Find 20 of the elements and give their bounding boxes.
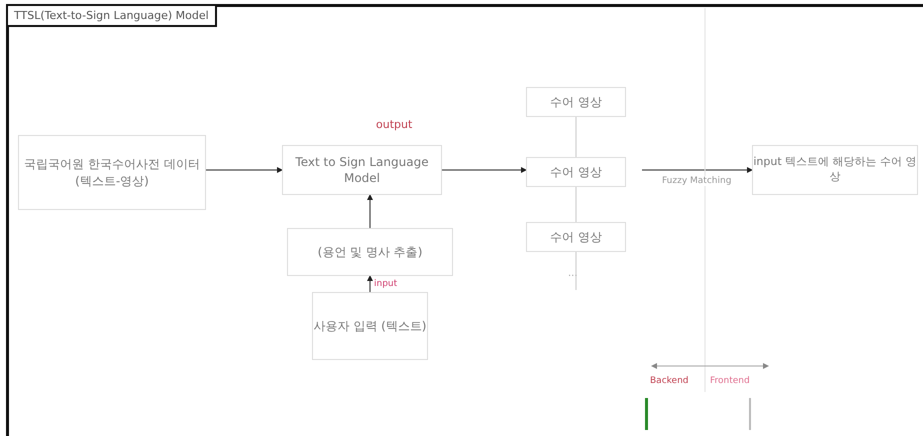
model-box: Text to Sign Language Model bbox=[282, 145, 442, 195]
arrow bbox=[367, 275, 373, 292]
process-box: (용언 및 명사 추출) bbox=[287, 228, 453, 276]
zone-label: Frontend bbox=[710, 376, 750, 386]
arrow bbox=[206, 167, 283, 173]
annotation-label: output bbox=[376, 118, 412, 131]
video-box: 수어 영상 bbox=[526, 87, 626, 117]
arrow bbox=[367, 194, 373, 228]
arrow bbox=[642, 167, 753, 173]
input-box: 사용자 입력 (텍스트) bbox=[312, 292, 428, 360]
ellipsis: ... bbox=[568, 268, 578, 279]
edge-label: Fuzzy Matching bbox=[662, 176, 732, 186]
annotation-label: input bbox=[374, 279, 398, 289]
arrow bbox=[442, 167, 527, 173]
data-source-box: 국립국어원 한국수어사전 데이터 (텍스트-영상) bbox=[18, 135, 206, 210]
video-box: 수어 영상 bbox=[526, 222, 626, 252]
zone-label: Backend bbox=[650, 376, 688, 386]
result-box: input 텍스트에 해당하는 수어 영상 bbox=[752, 145, 918, 195]
title: TTSL(Text-to-Sign Language) Model bbox=[6, 4, 217, 27]
video-box: 수어 영상 bbox=[526, 157, 626, 187]
